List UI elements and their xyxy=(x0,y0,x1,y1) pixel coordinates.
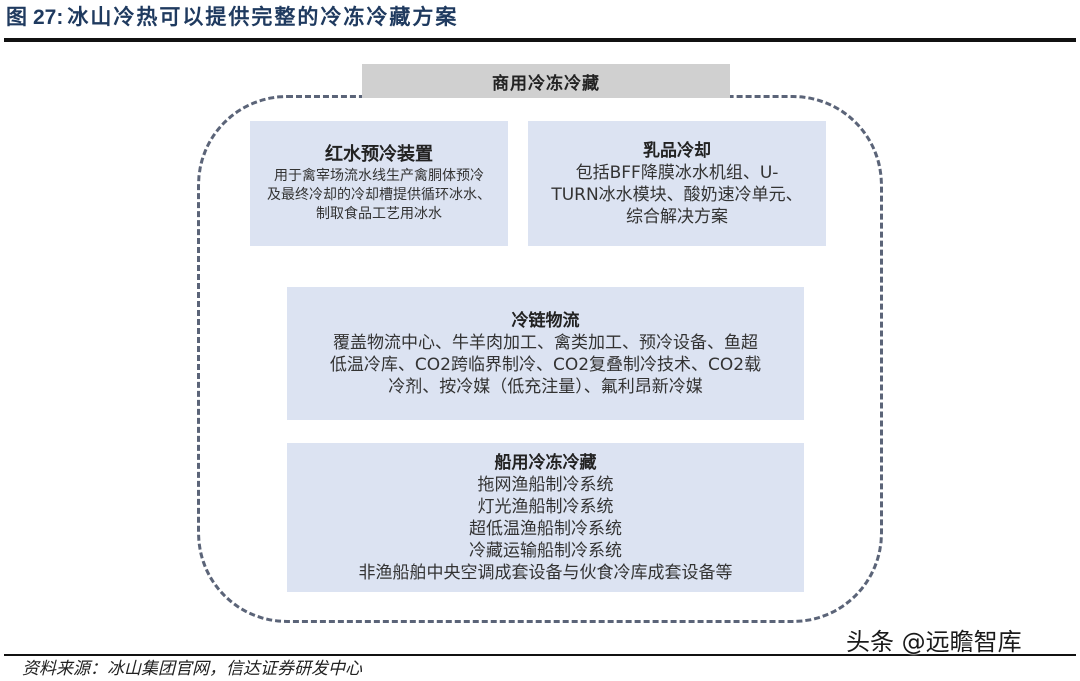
top-rule-divider xyxy=(4,38,1076,42)
box-line: 低温冷库、CO2跨临界制冷、CO2复叠制冷技术、CO2载 xyxy=(329,354,762,375)
box-title: 红水预冷装置 xyxy=(325,144,433,165)
box-line: 拖网渔船制冷系统 xyxy=(477,474,614,495)
group-header: 商用冷冻冷藏 xyxy=(362,64,730,98)
box-cold-chain-logistics: 冷链物流 覆盖物流中心、牛羊肉加工、禽类加工、预冷设备、鱼超 低温冷库、CO2跨… xyxy=(287,287,804,420)
box-red-water-precooling: 红水预冷装置 用于禽宰场流水线生产禽胴体预冷 及最终冷却的冷却槽提供循环冰水、 … xyxy=(250,121,508,246)
figure-label: 图 xyxy=(6,4,29,29)
box-line: 覆盖物流中心、牛羊肉加工、禽类加工、预冷设备、鱼超 xyxy=(333,332,758,353)
box-line: 包括BFF降膜冰水机组、U- xyxy=(575,162,779,183)
box-line: 灯光渔船制冷系统 xyxy=(477,496,614,517)
source-note: 资料来源：冰山集团官网，信达证券研发中心 xyxy=(22,659,362,679)
watermark: 头条 @远瞻智库 xyxy=(846,628,1022,656)
box-line: TURN冰水模块、酸奶速冷单元、 xyxy=(551,184,803,205)
box-title: 冷链物流 xyxy=(511,310,580,331)
box-dairy-cooling: 乳品冷却 包括BFF降膜冰水机组、U- TURN冰水模块、酸奶速冷单元、 综合解… xyxy=(528,121,826,246)
figure-title-text: 冰山冷热可以提供完整的冷冻冷藏方案 xyxy=(67,4,459,29)
box-line: 及最终冷却的冷却槽提供循环冰水、 xyxy=(267,187,491,203)
box-marine-refrigeration: 船用冷冻冷藏 拖网渔船制冷系统 灯光渔船制冷系统 超低温渔船制冷系统 冷藏运输船… xyxy=(287,443,804,592)
figure-number: 27: xyxy=(33,6,64,29)
box-line: 冷藏运输船制冷系统 xyxy=(469,540,622,561)
box-line: 冷剂、按冷媒（低充注量）、氟利昂新冷媒 xyxy=(388,376,703,397)
box-line: 非渔船舶中央空调成套设备与伙食冷库成套设备等 xyxy=(358,562,733,583)
box-title: 船用冷冻冷藏 xyxy=(494,452,597,473)
box-line: 制取食品工艺用冰水 xyxy=(316,206,442,222)
box-line: 超低温渔船制冷系统 xyxy=(469,518,622,539)
box-title: 乳品冷却 xyxy=(643,140,711,161)
bottom-rule-divider xyxy=(4,654,1076,656)
box-line: 综合解决方案 xyxy=(626,206,728,227)
box-line: 用于禽宰场流水线生产禽胴体预冷 xyxy=(274,168,484,184)
